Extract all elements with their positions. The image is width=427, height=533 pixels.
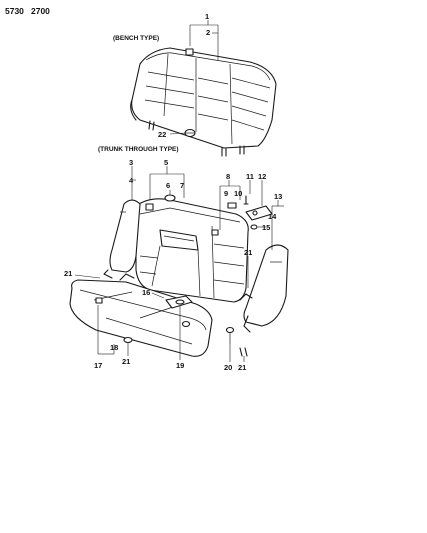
diagram-code-a: 5730 [5,6,24,16]
seat-cushion [69,273,253,357]
right-side-bolster [243,244,289,333]
callout-15: 15 [262,223,270,232]
fasteners [123,320,248,357]
callout-8: 8 [226,172,230,181]
callout-17: 17 [94,361,102,370]
callout-19: 19 [176,361,184,370]
callout-9: 9 [224,189,228,198]
bench-seat-back [130,47,277,157]
callout-6: 6 [166,181,170,190]
callout-3: 3 [129,158,133,167]
callout-16: 16 [142,288,150,297]
callout-22: 22 [158,130,166,139]
callout-21-bottom-right: 21 [238,363,246,372]
callout-13: 13 [274,192,282,201]
callout-18: 18 [110,343,118,352]
callout-2: 2 [206,28,210,37]
callout-5: 5 [164,158,168,167]
left-side-bolster [103,199,141,279]
callout-12: 12 [258,172,266,181]
callout-1: 1 [205,12,209,21]
part-22-clip [184,128,196,138]
callout-20: 20 [224,363,232,372]
callout-labels: 1 2 22 3 4 5 6 7 8 9 10 11 12 13 14 15 2… [64,12,282,372]
leader-lines [74,20,284,362]
callout-7: 7 [180,181,184,190]
trunk-through-seat-back [135,198,249,303]
section-label-trunk: (TRUNK THROUGH TYPE) [98,146,179,153]
callout-10: 10 [234,189,242,198]
callout-21-bottom: 21 [122,357,130,366]
callout-21-left: 21 [64,269,72,278]
callout-4: 4 [129,176,134,185]
section-label-bench: (BENCH TYPE) [113,35,159,42]
callout-21-right: 21 [244,248,252,257]
callout-11: 11 [246,172,254,181]
callout-14: 14 [268,212,277,221]
diagram-code-b: 2700 [31,6,50,16]
